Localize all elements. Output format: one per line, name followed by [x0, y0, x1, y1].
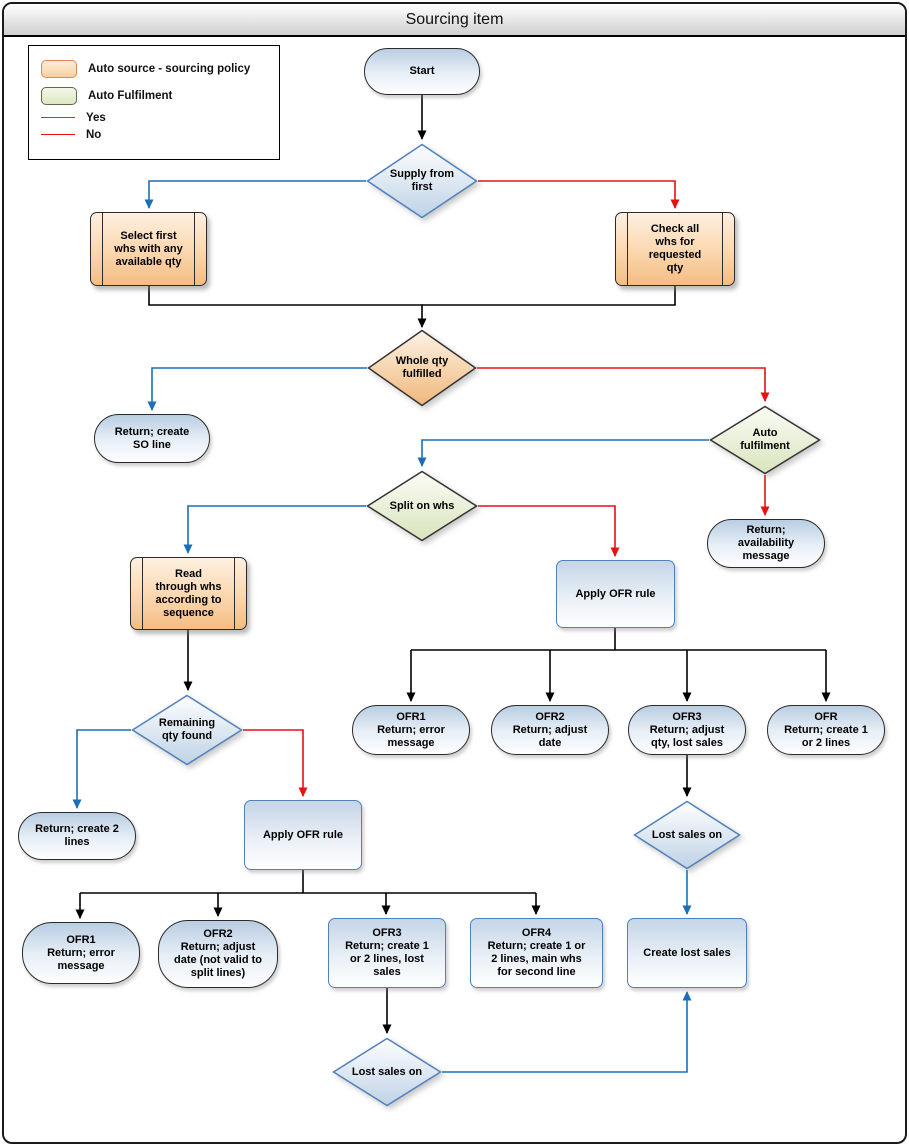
diamond-shape [366, 470, 478, 542]
legend-item-auto-fulfilment: Auto Fulfilment [41, 82, 267, 109]
auto-fulfilment-swatch [41, 86, 77, 105]
legend: Auto source - sourcing policy Auto Fulfi… [28, 45, 280, 160]
diamond-shape [332, 1037, 442, 1107]
edge-no-supply-check [478, 180, 680, 209]
node-ofr3-bottom: OFR3 Return; create 1 or 2 lines, lost s… [328, 918, 446, 988]
legend-item-yes: Yes [41, 109, 267, 126]
node-check-all-whs: Check all whs for requested qty [615, 212, 735, 286]
edge-no-remaining-apply2 [243, 729, 308, 797]
legend-item-no: No [41, 126, 267, 143]
node-ofr1-bottom: OFR1 Return; error message [22, 922, 140, 984]
node-auto-fulfilment-decision: Auto fulfilment [709, 405, 821, 475]
diamond-shape [709, 405, 821, 475]
node-return-create-so-line: Return; create SO line [94, 414, 210, 463]
node-ofr3-top: OFR3 Return; adjust qty, lost sales [628, 705, 746, 755]
node-ofr2-top: OFR2 Return; adjust date [491, 705, 609, 755]
predef-bar [627, 213, 629, 285]
node-ofr-top: OFR Return; create 1 or 2 lines [767, 705, 885, 755]
node-return-availability-message: Return; availability message [707, 519, 825, 568]
edge-no-split-apply1 [478, 505, 620, 557]
edge-yes-split-read [183, 505, 366, 554]
node-lost-sales-on-bottom-decision: Lost sales on [332, 1037, 442, 1107]
node-split-on-whs-decision: Split on whs [366, 470, 478, 542]
legend-label: No [86, 128, 102, 141]
predef-bar [721, 213, 723, 285]
predef-bar [142, 558, 144, 629]
node-return-create-2-lines: Return; create 2 lines [18, 812, 136, 860]
yes-line-sample [41, 117, 75, 118]
edge-yes-remaining-return2 [72, 729, 131, 809]
node-apply-ofr-rule-2: Apply OFR rule [244, 800, 362, 870]
node-supply-from-first-decision: Supply from first [366, 143, 478, 219]
node-ofr2-bottom: OFR2 Return; adjust date (not valid to s… [158, 920, 278, 988]
edge-yes-supply-select [144, 180, 366, 209]
diamond-shape [366, 143, 478, 219]
edge-check-merge [422, 286, 676, 306]
edge-no-whole-auto [477, 367, 770, 402]
node-lost-sales-on-right-decision: Lost sales on [633, 800, 741, 870]
node-remaining-qty-found-decision: Remaining qty found [131, 694, 243, 766]
diamond-shape [633, 800, 741, 870]
legend-label: Auto Fulfilment [88, 89, 173, 102]
legend-label: Auto source - sourcing policy [88, 62, 251, 75]
edge-yes-whole-returnso [147, 367, 367, 411]
edge-select-whole [148, 286, 427, 328]
no-line-sample [41, 134, 75, 135]
node-create-lost-sales: Create lost sales [627, 918, 747, 988]
node-select-first-whs: Select first whs with any available qty [90, 212, 207, 286]
diamond-shape [131, 694, 243, 766]
node-apply-ofr-rule-1: Apply OFR rule [556, 560, 675, 628]
predef-bar [102, 213, 104, 285]
edge-yes-auto-split [417, 439, 709, 467]
title-bar: Sourcing item [4, 4, 905, 37]
node-read-through-whs: Read through whs according to sequence [130, 557, 247, 630]
legend-item-auto-source: Auto source - sourcing policy [41, 55, 267, 82]
node-ofr1-top: OFR1 Return; error message [352, 705, 470, 755]
legend-label: Yes [86, 111, 106, 124]
page-title: Sourcing item [405, 10, 504, 28]
auto-source-swatch [41, 59, 77, 78]
node-whole-qty-fulfilled-decision: Whole qty fulfilled [367, 329, 477, 407]
predef-bar [193, 213, 195, 285]
edge-yes-lostbot-create [442, 991, 692, 1073]
diamond-shape [367, 329, 477, 407]
node-start: Start [364, 48, 480, 95]
predef-bar [233, 558, 235, 629]
node-ofr4-bottom: OFR4 Return; create 1 or 2 lines, main w… [470, 918, 603, 988]
